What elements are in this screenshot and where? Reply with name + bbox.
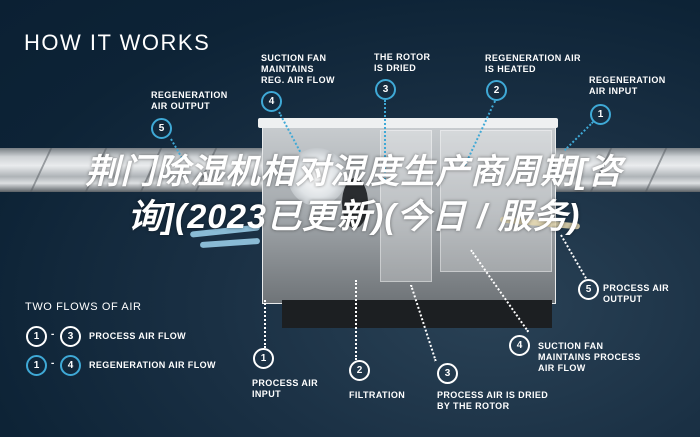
callout-label-filtration: FILTRATION: [349, 390, 406, 400]
legend-to-number: 3: [60, 326, 81, 347]
callout-label-suction-fan-reg: SUCTION FAN MAINTAINS REG. AIR FLOW: [261, 53, 335, 85]
callout-label-suction-fan-process: SUCTION FAN MAINTAINS PROCESS AIR FLOW: [538, 341, 641, 373]
leader-line: [355, 280, 357, 360]
legend-from-number: 1: [26, 355, 47, 376]
callout-number-2: 2: [349, 360, 370, 381]
callout-number-1: 1: [253, 348, 274, 369]
callout-label-regeneration-heated: REGENERATION AIR IS HEATED: [485, 53, 581, 74]
unit-base: [282, 300, 552, 328]
callout-label-process-air-output: PROCESS AIR OUTPUT: [603, 283, 670, 304]
leader-line: [564, 121, 594, 151]
callout-label-regeneration-air-output: REGENERATION AIR OUTPUT: [151, 90, 228, 111]
callout-number-3: 3: [375, 79, 396, 100]
suction-fan: [288, 148, 346, 206]
callout-number-5: 5: [578, 279, 599, 300]
legend-dash: -: [51, 358, 55, 369]
legend-dash: -: [51, 329, 55, 340]
overlay-title: 荆门除湿机相对湿度生产商周期[咨询](2023已更新)(今日 / 服务): [85, 153, 623, 236]
callout-label-regeneration-air-input: REGENERATION AIR INPUT: [589, 75, 666, 96]
callout-number-5: 5: [151, 118, 172, 139]
callout-label-process-air-dried: PROCESS AIR IS DRIED BY THE ROTOR: [437, 390, 549, 411]
callout-number-1: 1: [590, 104, 611, 125]
unit-panel: [380, 130, 432, 282]
callout-number-3: 3: [437, 363, 458, 384]
callout-label-rotor-dried: THE ROTOR IS DRIED: [374, 52, 431, 73]
leader-line: [264, 300, 266, 348]
leader-line: [560, 234, 587, 279]
callout-number-4: 4: [509, 335, 530, 356]
callout-label-process-air-input: PROCESS AIR INPUT: [252, 378, 319, 399]
callout-number-2: 2: [486, 80, 507, 101]
legend-label-regeneration-air-flow: REGENERATION AIR FLOW: [89, 360, 216, 370]
legend-title: TWO FLOWS OF AIR: [25, 301, 142, 313]
desiccant-rotor: [342, 178, 368, 228]
page-title: HOW IT WORKS: [24, 30, 211, 55]
callout-number-4: 4: [261, 91, 282, 112]
legend-to-number: 4: [60, 355, 81, 376]
unit-top-cover: [258, 118, 558, 128]
legend-label-process-air-flow: PROCESS AIR FLOW: [89, 331, 187, 341]
legend-from-number: 1: [26, 326, 47, 347]
leader-line: [384, 100, 386, 180]
unit-panel: [440, 130, 552, 272]
